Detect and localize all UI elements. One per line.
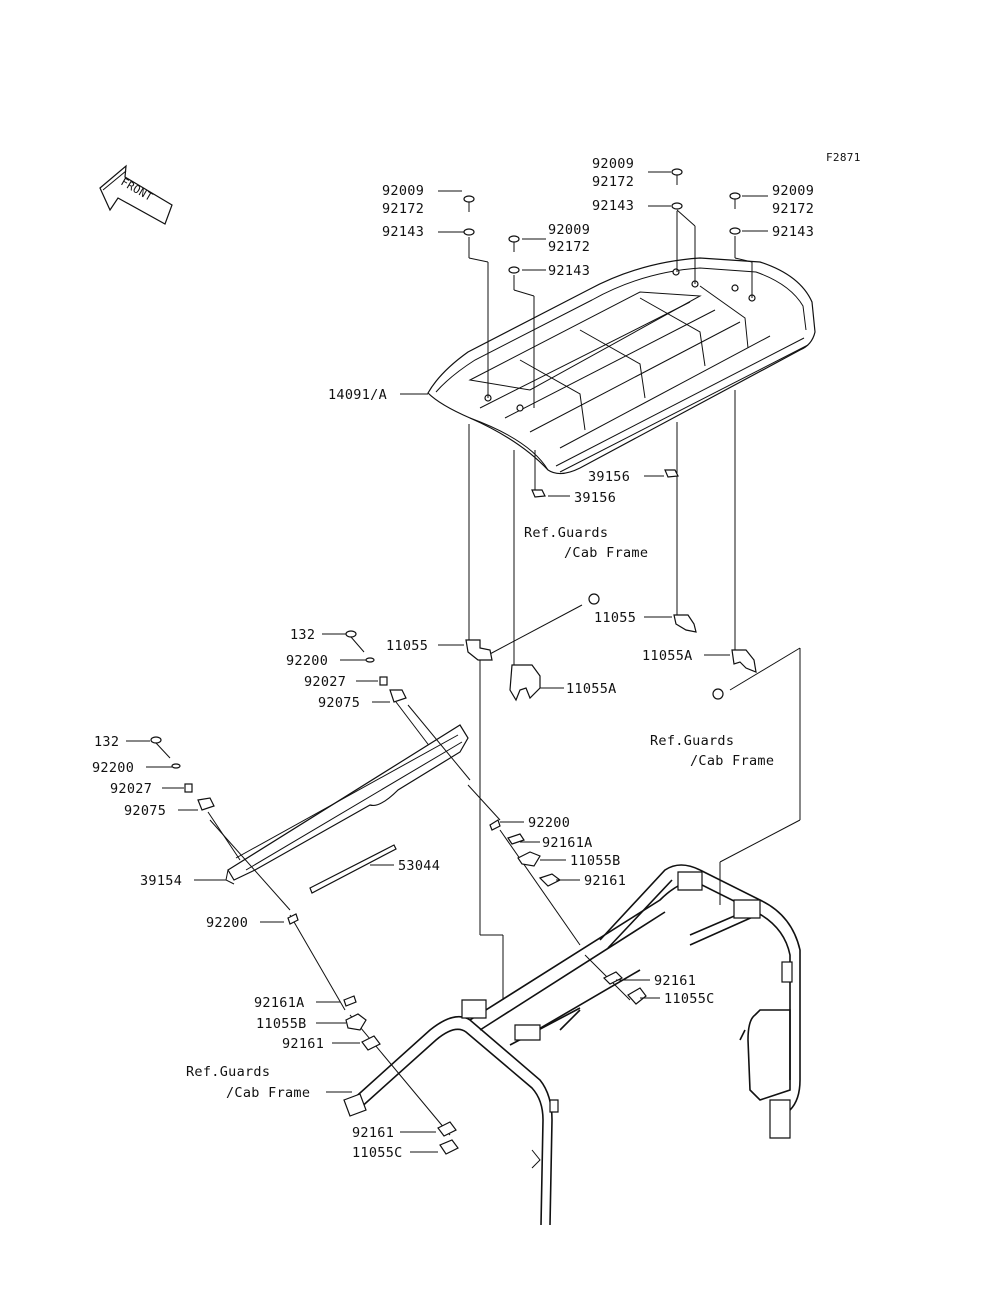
part-label: 92172 <box>772 201 814 217</box>
part-label: 92009 <box>592 156 634 172</box>
part-label: 92161A <box>542 835 593 851</box>
part-label: 11055 <box>594 610 636 626</box>
bolt-icon <box>463 168 741 274</box>
part-label: 14091/A <box>328 387 387 403</box>
part-label: 92172 <box>548 239 590 255</box>
part-label: 132 <box>94 734 119 750</box>
bracket-icon <box>465 614 757 702</box>
cab-frame <box>343 864 801 1226</box>
ref-label: Ref.Guards <box>650 733 734 749</box>
part-label: 92009 <box>548 222 590 238</box>
roof-panel <box>427 257 816 475</box>
part-label: 92161 <box>282 1036 324 1052</box>
part-label: 92027 <box>110 781 152 797</box>
part-label: 92161 <box>584 873 626 889</box>
ref-label: /Cab Frame <box>690 753 774 769</box>
part-label: 92143 <box>548 263 590 279</box>
front-arrow-icon: FRONT <box>99 164 173 225</box>
part-label: 92009 <box>772 183 814 199</box>
part-label: 53044 <box>398 858 440 874</box>
figure-code: F2871 <box>826 151 861 164</box>
part-label: 92200 <box>528 815 570 831</box>
part-labels: 92009 92172 92009 92172 92143 92009 9217… <box>92 156 814 1161</box>
part-label: 11055B <box>570 853 621 869</box>
part-label: 92075 <box>124 803 166 819</box>
clip-icon <box>531 469 679 498</box>
part-label: 11055C <box>664 991 715 1007</box>
part-label: 39156 <box>588 469 630 485</box>
part-label: 39154 <box>140 873 182 889</box>
part-label: 11055C <box>352 1145 403 1161</box>
part-label: 11055B <box>256 1016 307 1032</box>
part-label: 11055A <box>642 648 693 664</box>
part-label: 92143 <box>772 224 814 240</box>
part-label: 92075 <box>318 695 360 711</box>
assembly-lines-left <box>209 704 631 1136</box>
nut-icon <box>588 593 724 700</box>
part-label: 92143 <box>382 224 424 240</box>
label-leaders <box>126 171 768 1153</box>
assembly-lines <box>468 209 801 1000</box>
part-label: 92200 <box>92 760 134 776</box>
part-label: 92161 <box>654 973 696 989</box>
part-label: 92200 <box>206 915 248 931</box>
ref-label: /Cab Frame <box>226 1085 310 1101</box>
part-label: 92161A <box>254 995 305 1011</box>
part-label: 92143 <box>592 198 634 214</box>
part-label: 92027 <box>304 674 346 690</box>
part-label: 11055A <box>566 681 617 697</box>
part-label: 132 <box>290 627 315 643</box>
part-label: 39156 <box>574 490 616 506</box>
bolt-stack-lower <box>150 736 241 861</box>
part-label: 92172 <box>382 201 424 217</box>
part-label: 92009 <box>382 183 424 199</box>
ref-label: /Cab Frame <box>564 545 648 561</box>
ref-label: Ref.Guards <box>524 525 608 541</box>
part-label: 92200 <box>286 653 328 669</box>
part-label: 92161 <box>352 1125 394 1141</box>
part-label: 11055 <box>386 638 428 654</box>
clip-parts <box>287 819 647 1155</box>
front-visor <box>225 724 469 885</box>
weather-strip <box>309 844 397 894</box>
ref-label: Ref.Guards <box>186 1064 270 1080</box>
part-label: 92172 <box>592 174 634 190</box>
